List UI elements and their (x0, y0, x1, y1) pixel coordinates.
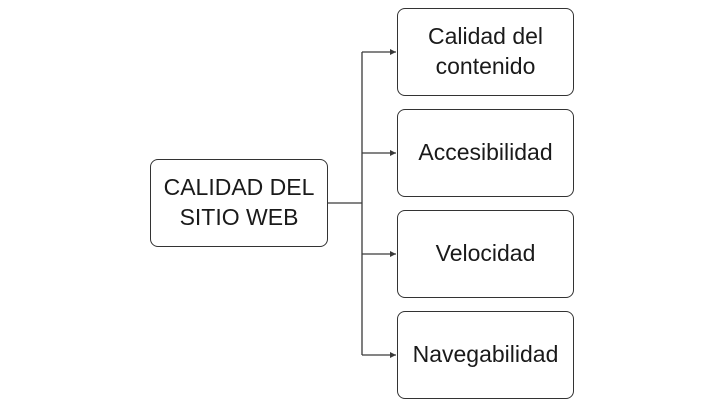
child-node-label: Velocidad (435, 240, 536, 267)
child-node-accesibilidad: Accesibilidad (397, 109, 574, 197)
child-node-label: Navegabilidad (412, 341, 559, 368)
child-node-calidad-contenido: Calidad del contenido (397, 8, 574, 96)
child-node-label: Accesibilidad (418, 139, 553, 166)
root-node-label: CALIDAD DEL SITIO WEB (163, 174, 315, 230)
child-node-label: Calidad del contenido (427, 23, 544, 79)
root-node-calidad-sitio-web: CALIDAD DEL SITIO WEB (150, 159, 328, 247)
child-node-navegabilidad: Navegabilidad (397, 311, 574, 399)
child-node-velocidad: Velocidad (397, 210, 574, 298)
